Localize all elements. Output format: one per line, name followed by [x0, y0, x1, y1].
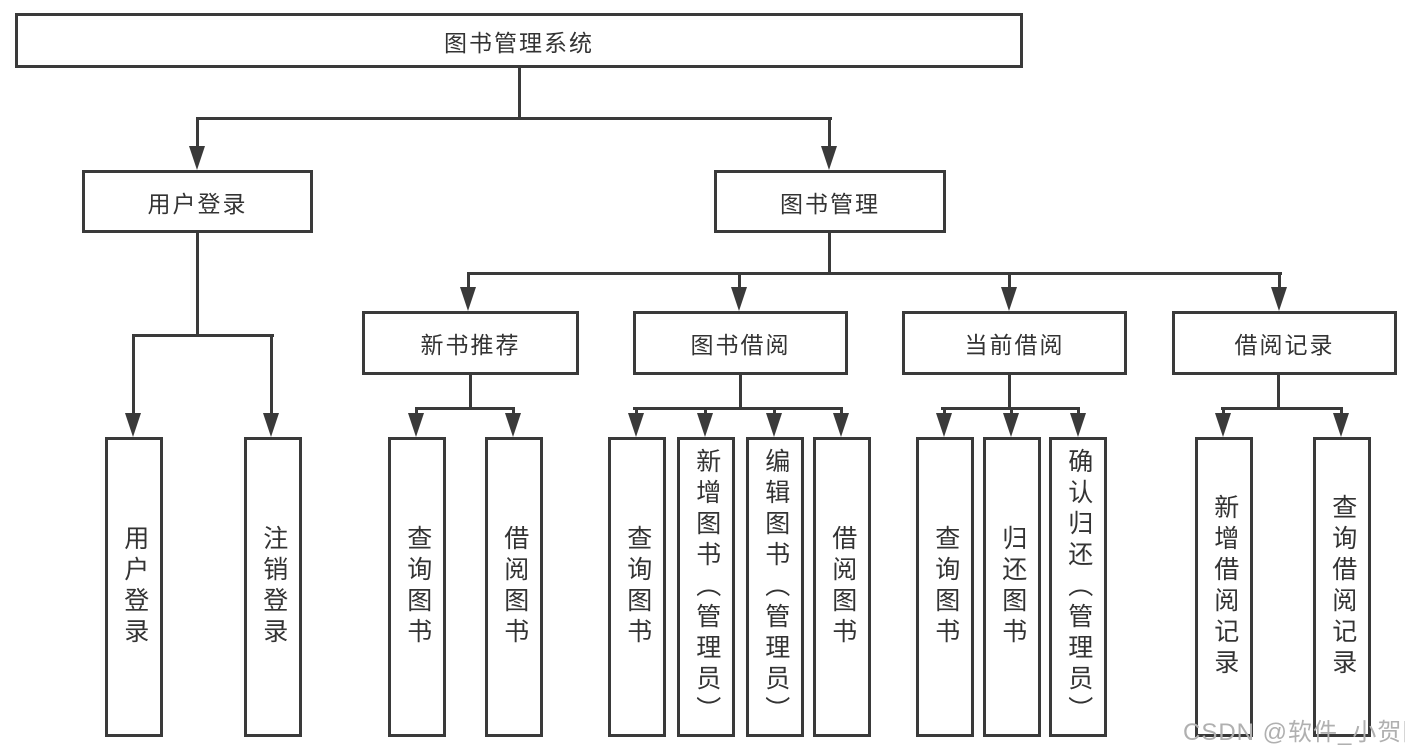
- arrow-down-icon: [936, 413, 952, 437]
- connector-line: [415, 407, 515, 410]
- connector-line: [1008, 375, 1011, 410]
- node-new-book-recommend: 新书推荐: [362, 311, 579, 375]
- watermark: CSDN @软件_小贺同学: [1183, 719, 1405, 746]
- leaf-query-borrow-record: 查询借阅记录: [1313, 437, 1371, 737]
- leaf-label: 新增借阅记录: [1210, 494, 1239, 680]
- connector-line: [635, 407, 638, 416]
- connector-line: [1222, 407, 1225, 416]
- leaf-add-book-admin: 新增图书（管理员）: [677, 437, 735, 737]
- arrow-down-icon: [821, 146, 837, 170]
- arrow-down-icon: [1070, 413, 1086, 437]
- leaf-edit-book-admin: 编辑图书（管理员）: [746, 437, 804, 737]
- arrow-down-icon: [263, 413, 279, 437]
- leaf-label: 新增图书（管理员）: [692, 447, 721, 727]
- leaf-query-books-borrow: 查询图书: [608, 437, 666, 737]
- connector-line: [196, 117, 199, 149]
- leaf-query-books-current: 查询图书: [916, 437, 974, 737]
- node-book-management: 图书管理: [714, 170, 946, 233]
- leaf-add-borrow-record: 新增借阅记录: [1195, 437, 1253, 737]
- leaf-label: 用户登录: [120, 525, 149, 649]
- node-root: 图书管理系统: [15, 13, 1023, 68]
- arrow-down-icon: [189, 146, 205, 170]
- leaf-return-book: 归还图书: [983, 437, 1041, 737]
- arrow-down-icon: [460, 287, 476, 311]
- leaf-label: 编辑图书（管理员）: [761, 447, 790, 727]
- arrow-down-icon: [766, 413, 782, 437]
- node-user-login: 用户登录: [82, 170, 313, 233]
- connector-line: [132, 334, 274, 337]
- connector-line: [828, 233, 831, 275]
- connector-line: [512, 407, 515, 416]
- leaf-label: 查询借阅记录: [1328, 494, 1357, 680]
- connector-line: [943, 407, 946, 416]
- connector-line: [773, 407, 776, 416]
- connector-line: [518, 68, 521, 118]
- connector-line: [467, 272, 470, 288]
- leaf-label: 借阅图书: [500, 525, 529, 649]
- connector-line: [704, 407, 707, 416]
- connector-line: [132, 334, 135, 415]
- leaf-query-books-recommend: 查询图书: [388, 437, 446, 737]
- connector-line: [1340, 407, 1343, 416]
- arrow-down-icon: [1001, 287, 1017, 311]
- leaf-label: 查询图书: [931, 525, 960, 649]
- arrow-down-icon: [1333, 413, 1349, 437]
- leaf-borrow-books: 借阅图书: [813, 437, 871, 737]
- connector-line: [739, 375, 742, 410]
- arrow-down-icon: [833, 413, 849, 437]
- connector-line: [196, 233, 199, 336]
- arrow-down-icon: [697, 413, 713, 437]
- arrow-down-icon: [125, 413, 141, 437]
- node-borrow-records: 借阅记录: [1172, 311, 1397, 375]
- arrow-down-icon: [1271, 287, 1287, 311]
- arrow-down-icon: [408, 413, 424, 437]
- leaf-label: 确认归还（管理员）: [1064, 447, 1093, 727]
- leaf-label: 查询图书: [623, 525, 652, 649]
- arrow-down-icon: [505, 413, 521, 437]
- leaf-label: 借阅图书: [828, 525, 857, 649]
- connector-line: [1077, 407, 1080, 416]
- arrow-down-icon: [628, 413, 644, 437]
- connector-line: [828, 117, 831, 149]
- connector-line: [1010, 407, 1013, 416]
- node-current-borrow: 当前借阅: [902, 311, 1127, 375]
- leaf-label: 注销登录: [259, 525, 288, 649]
- connector-line: [1221, 407, 1343, 410]
- leaf-label: 归还图书: [998, 525, 1027, 649]
- leaf-logout-login: 注销登录: [244, 437, 302, 737]
- connector-line: [633, 407, 843, 410]
- arrow-down-icon: [731, 287, 747, 311]
- leaf-label: 查询图书: [403, 525, 432, 649]
- leaf-user-login: 用户登录: [105, 437, 163, 737]
- connector-line: [1008, 272, 1011, 288]
- node-book-borrow: 图书借阅: [633, 311, 848, 375]
- connector-line: [738, 272, 741, 288]
- connector-line: [467, 272, 1282, 275]
- connector-line: [270, 334, 273, 415]
- connector-line: [1277, 375, 1280, 410]
- arrow-down-icon: [1215, 413, 1231, 437]
- connector-line: [469, 375, 472, 410]
- connector-line: [840, 407, 843, 416]
- leaf-confirm-return-admin: 确认归还（管理员）: [1049, 437, 1107, 737]
- connector-line: [415, 407, 418, 416]
- arrow-down-icon: [1003, 413, 1019, 437]
- leaf-borrow-books-recommend: 借阅图书: [485, 437, 543, 737]
- connector-line: [196, 117, 832, 120]
- connector-line: [1278, 272, 1281, 288]
